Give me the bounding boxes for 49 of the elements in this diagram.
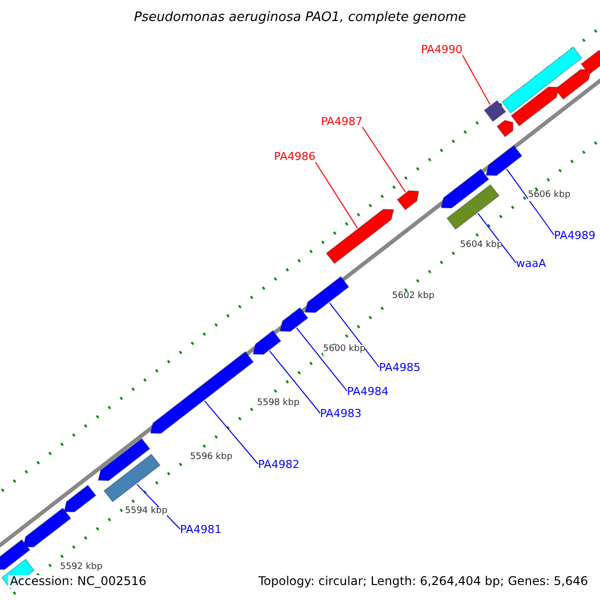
gene-feature	[486, 145, 522, 176]
gene-feature	[326, 208, 394, 264]
leader-line	[314, 162, 358, 229]
gene-feature	[103, 454, 161, 502]
gene-label: PA4982	[258, 459, 300, 472]
gene-label: waaA	[516, 258, 546, 270]
tick-label: 5594 kbp	[125, 507, 168, 517]
leader-line	[204, 400, 258, 464]
gene-feature	[496, 120, 514, 138]
tick-label: 5592 kbp	[60, 563, 102, 573]
leader-line	[462, 54, 491, 106]
leader-line	[269, 350, 320, 414]
gene-label: PA4989	[554, 230, 596, 242]
gene-feature	[440, 168, 490, 208]
gene-label: PA4983	[320, 408, 362, 420]
leader-line	[477, 212, 516, 264]
genome-info-text: Topology: circular; Length: 6,264,404 bp; Genes: 5,646	[256, 575, 590, 588]
tick-label: 5602 kbp	[392, 292, 434, 302]
gene-feature	[279, 307, 308, 332]
tick-label: 5596 kbp	[190, 453, 232, 463]
gene-label: PA4984	[347, 386, 388, 398]
gene-feature	[64, 484, 96, 512]
gene-feature	[396, 190, 420, 210]
gene-label: PA4987	[321, 116, 362, 128]
gene-feature	[0, 539, 30, 570]
gene-feature	[446, 184, 500, 230]
leader-line	[362, 126, 406, 193]
gene-label: PA4981	[180, 524, 222, 536]
gene-label: PA4986	[274, 151, 316, 164]
title: Pseudomonas aeruginosa PAO1, complete genome	[132, 11, 468, 26]
gene-feature	[304, 276, 350, 313]
gene-label: PA4985	[379, 362, 420, 374]
gene-feature	[252, 330, 282, 355]
gene-feature	[22, 507, 72, 548]
leader-line	[329, 302, 380, 368]
gene-feature	[150, 351, 254, 434]
tick-label: 5606 kbp	[528, 191, 570, 201]
tick-label: 5604 kbp	[460, 241, 502, 251]
tick-label: 5598 kbp	[257, 399, 300, 409]
gene-feature	[484, 100, 506, 122]
accession-text: Accession: NC_002516	[8, 575, 148, 588]
gene-feature	[510, 86, 560, 127]
leader-line	[296, 327, 348, 392]
gene-feature	[502, 46, 582, 114]
tick-label: 5600 kbp	[323, 345, 366, 355]
gene-feature	[580, 50, 600, 75]
gene-label: PA4990	[421, 44, 462, 56]
gene-feature	[98, 438, 150, 482]
leader-line	[506, 168, 554, 236]
